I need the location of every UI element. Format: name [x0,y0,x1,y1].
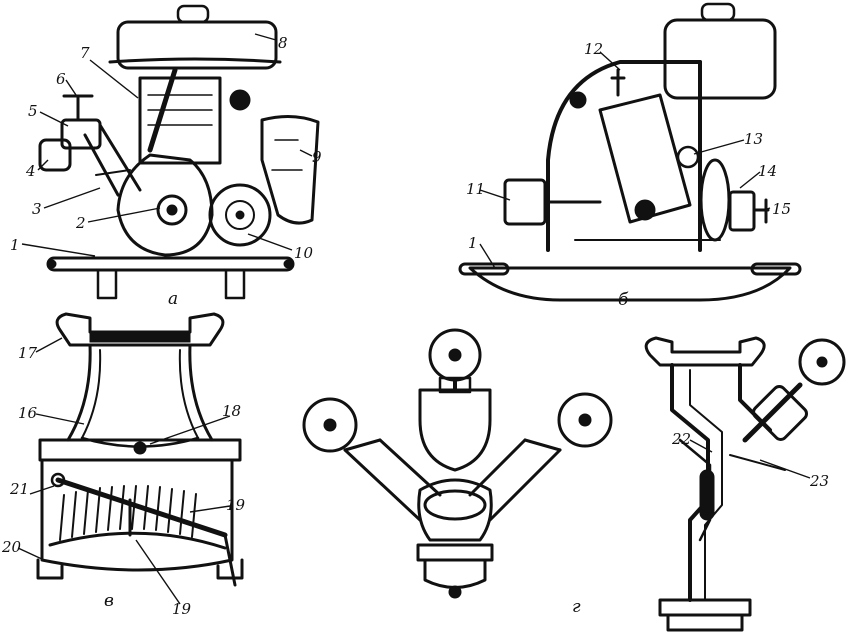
panel-v-pump-cross-section [36,312,244,587]
caption-panel-v: в [104,591,114,611]
callout-14: 14 [758,162,777,180]
leader-lines [17,33,811,605]
callout-1-panel-b: 1 [468,234,478,252]
callout-15: 15 [772,200,791,218]
callout-8: 8 [278,34,288,52]
callout-13: 13 [744,130,763,148]
callout-11: 11 [466,180,485,198]
panel-captions: а б в г [104,289,629,617]
callout-17: 17 [18,344,38,362]
callout-23: 23 [809,472,829,490]
callout-19-bottom: 19 [172,600,192,618]
panel-a-engine-pump-side [38,4,320,300]
caption-panel-g: г [572,597,581,617]
caption-panel-b: б [618,290,629,310]
callout-18: 18 [222,402,241,420]
callout-20: 20 [1,538,22,556]
callout-4: 4 [25,162,36,180]
callout-6: 6 [56,70,66,88]
callout-1-panel-a: 1 [10,236,20,254]
caption-panel-a: а [168,289,178,309]
callout-10: 10 [294,244,314,262]
callout-9: 9 [312,148,322,166]
callout-2: 2 [75,214,86,232]
panel-b-engine-pump-front [458,2,802,302]
panel-g-branch-fitting [302,328,613,599]
callout-labels: 1 2 3 4 5 6 7 8 9 10 11 12 13 14 15 1 17… [1,34,829,618]
callout-22: 22 [671,430,691,448]
callout-3: 3 [32,200,42,218]
callout-7: 7 [80,44,90,62]
callout-5: 5 [28,102,38,120]
callout-21: 21 [9,480,29,498]
panel-g-valve-section [644,336,846,632]
callout-16: 16 [18,404,38,422]
callout-12: 12 [584,40,603,58]
callout-19-lever: 19 [226,496,246,514]
